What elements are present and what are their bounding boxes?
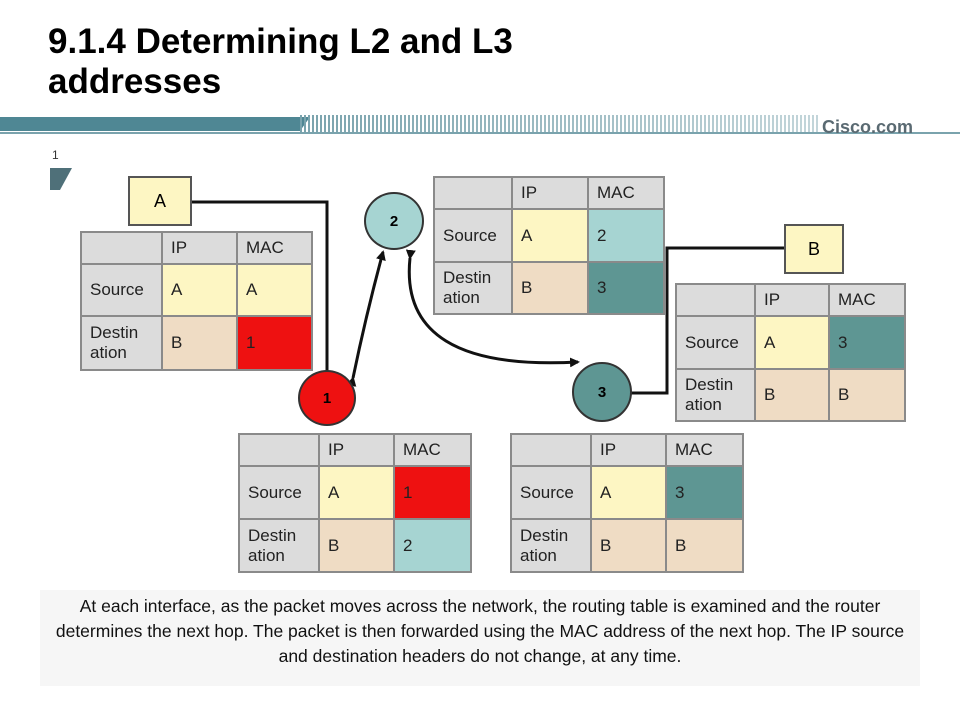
dst-ip: B	[511, 261, 589, 315]
dst-mac: 3	[587, 261, 665, 315]
src-ip: A	[511, 208, 589, 263]
link-router-3-host-b	[631, 246, 784, 395]
address-table-router-1: IP MAC Source A 1 Destin ation B 2	[238, 433, 472, 573]
src-mac: A	[236, 263, 313, 317]
cisco-logo-text: Cisco.com	[822, 117, 914, 137]
src-ip: A	[161, 263, 238, 317]
host-a: A	[128, 176, 192, 226]
src-mac: 2	[587, 208, 665, 263]
router-1: 1	[298, 370, 356, 426]
host-b: B	[784, 224, 844, 274]
address-table-router-2: IP MAC Source A 2 Destin ation B 3	[433, 176, 665, 315]
slide-title: 9.1.4 Determining L2 and L3 addresses	[48, 22, 513, 101]
dst-mac: B	[828, 368, 906, 422]
src-ip: A	[754, 315, 830, 370]
corner-tab-icon	[50, 168, 72, 190]
caption-box: At each interface, as the packet moves a…	[40, 590, 920, 686]
dst-ip: B	[318, 518, 395, 573]
src-ip: A	[318, 465, 395, 520]
address-table-host-a: IP MAC Source A A Destin ation B 1	[80, 231, 313, 371]
router-2: 2	[364, 192, 424, 250]
dst-ip: B	[590, 518, 667, 573]
caption-text: At each interface, as the packet moves a…	[55, 596, 905, 666]
header-banner	[0, 115, 960, 134]
router-3: 3	[572, 362, 632, 422]
src-mac: 3	[665, 465, 744, 520]
link-router-2-router-3	[405, 249, 580, 368]
address-table-host-b: IP MAC Source A 3 Destin ation B B	[675, 283, 906, 422]
link-host-a-router-1	[192, 200, 329, 372]
src-ip: A	[590, 465, 667, 520]
address-table-router-3: IP MAC Source A 3 Destin ation B B	[510, 433, 744, 573]
dst-mac: 1	[236, 315, 313, 371]
dst-ip: B	[161, 315, 238, 371]
link-router-1-router-2	[346, 250, 386, 387]
dst-mac: 2	[393, 518, 472, 573]
slide-number: 1	[52, 148, 59, 162]
src-mac: 1	[393, 465, 472, 520]
dst-mac: B	[665, 518, 744, 573]
src-mac: 3	[828, 315, 906, 370]
dst-ip: B	[754, 368, 830, 422]
